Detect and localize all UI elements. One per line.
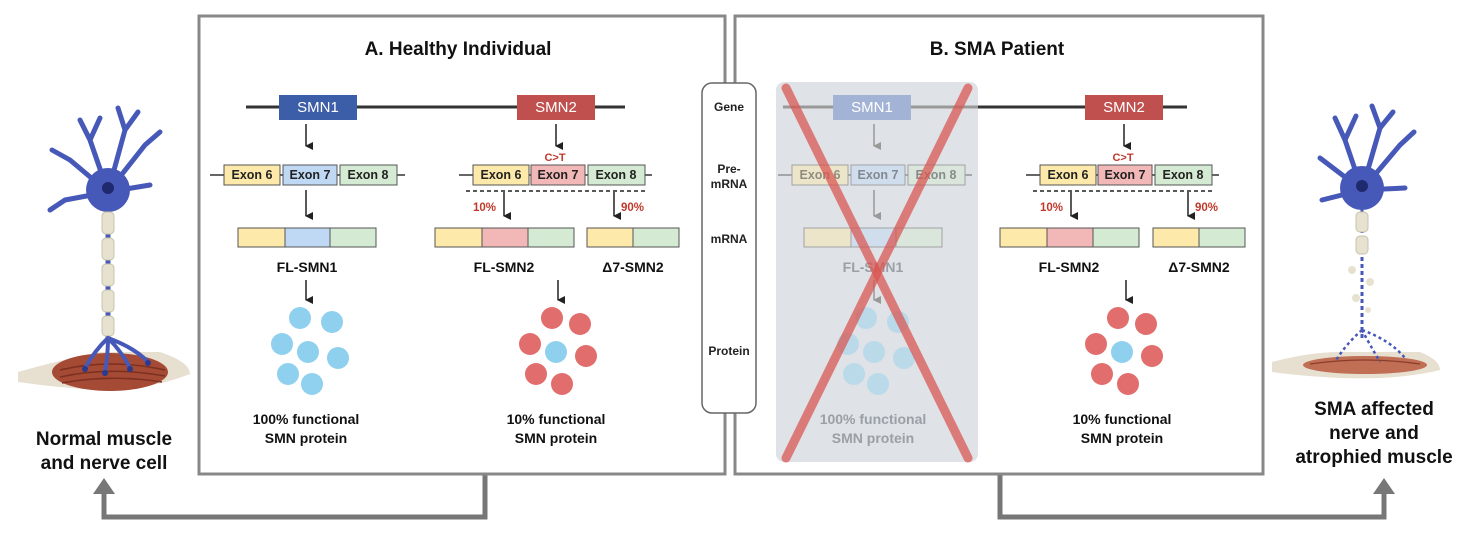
panel-b-title: B. SMA Patient [930,39,1065,60]
exon-label: Exon 8 [596,168,637,182]
panel-a-smn2-exon6 [472,164,530,186]
stage-mrna: mRNA [711,232,748,246]
panel-a-d7-smn2-mrna [586,227,680,248]
panel-b-smn2-exon7 [1097,164,1153,186]
panel-b-pct-90: 90% [1195,202,1218,214]
exon-label: Exon 6 [1048,168,1089,182]
panel-b-fl-smn2-mrna [999,227,1140,248]
exon-label: Exon 6 [232,168,273,182]
panel-b-d7-smn2-mrna [1152,227,1246,248]
panel-b-pct-10: 10% [1040,202,1063,214]
stage-labels-strip [701,82,757,414]
panel-b-d7-smn2-label: Δ7-SMN2 [1168,259,1230,275]
panel-a-mutation-label: C>T [544,152,565,164]
exon-label: Exon 7 [538,168,579,182]
right-return-arrow [997,475,1395,520]
panel-b-smn2-exon8 [1154,164,1213,186]
left-caption-line1: Normal muscle [36,429,172,450]
panel-b-smn2-exon6 [1039,164,1097,186]
panel-a-pct-90: 90% [621,202,644,214]
panel-a-d7-smn2-label: Δ7-SMN2 [602,259,664,275]
panel-a-fl-smn2-label: FL-SMN2 [474,259,535,275]
panel-a-fl-smn1-label: FL-SMN1 [277,259,338,275]
sma-neuron-muscle-illustration [1272,103,1440,379]
panel-b-func1-line2: SMN protein [832,430,914,446]
panel-b-func2-line2: SMN protein [1081,430,1163,446]
panel-b-smn2-gene [1085,95,1163,120]
panel-a-smn1-exon7 [282,164,338,186]
panel-a-func2-line1: 10% functional [507,411,606,427]
panel-b-smn1-gene [833,95,911,120]
stage-premrna-line1: Pre- [717,162,740,176]
panel-b-mutation-label: C>T [1112,152,1133,164]
exon-label: Exon 8 [348,168,389,182]
panel-a-func1-line2: SMN protein [265,430,347,446]
panel-a-smn1-label: SMN1 [297,99,339,116]
right-caption-line1: SMA affected [1314,399,1434,420]
left-caption-line2: and nerve cell [41,453,168,474]
panel-b-func2-line1: 10% functional [1073,411,1172,427]
panel-a-pct-10: 10% [473,202,496,214]
stage-gene: Gene [714,100,744,114]
exon-label: Exon 8 [1163,168,1204,182]
panel-a-smn2-gene [517,95,595,120]
exon-label: Exon 7 [290,168,331,182]
healthy-neuron-muscle-illustration [18,105,190,391]
panel-a-title: A. Healthy Individual [365,39,552,60]
left-return-arrow [93,475,488,520]
exon-label: Exon 6 [481,168,522,182]
panel-a-fl-smn1-mrna [237,227,377,248]
panel-b-smn1-label: SMN1 [851,99,893,116]
panel-a-smn2-exon7 [530,164,586,186]
panel-a-blue-proteins [271,307,349,395]
panel-a-fl-smn2-mrna [434,227,575,248]
right-caption-line2: nerve and [1329,423,1419,444]
panel-b-smn2-label: SMN2 [1103,99,1145,116]
exon-label: Exon 7 [858,168,899,182]
panel-a-smn1-exon8 [339,164,398,186]
stage-protein: Protein [708,344,749,358]
panel-b-fl-smn1-mrna-faded [803,227,943,248]
panel-a-smn1-gene [279,95,357,120]
right-caption-line3: atrophied muscle [1295,447,1452,468]
panel-a-func1-line1: 100% functional [253,411,360,427]
exon-label: Exon 7 [1105,168,1146,182]
panel-a-func2-line2: SMN protein [515,430,597,446]
panel-b-func1-line1: 100% functional [820,411,927,427]
stage-premrna-line2: mRNA [711,177,748,191]
panel-a-smn2-exon8 [587,164,646,186]
panel-a-smn2-label: SMN2 [535,99,577,116]
panel-a-mixed-proteins [519,307,597,395]
panel-b-mixed-proteins [1085,307,1163,395]
smn1-deletion-cross [781,83,973,463]
panel-a-smn1-exon6 [223,164,281,186]
panel-b-fl-smn2-label: FL-SMN2 [1039,259,1100,275]
